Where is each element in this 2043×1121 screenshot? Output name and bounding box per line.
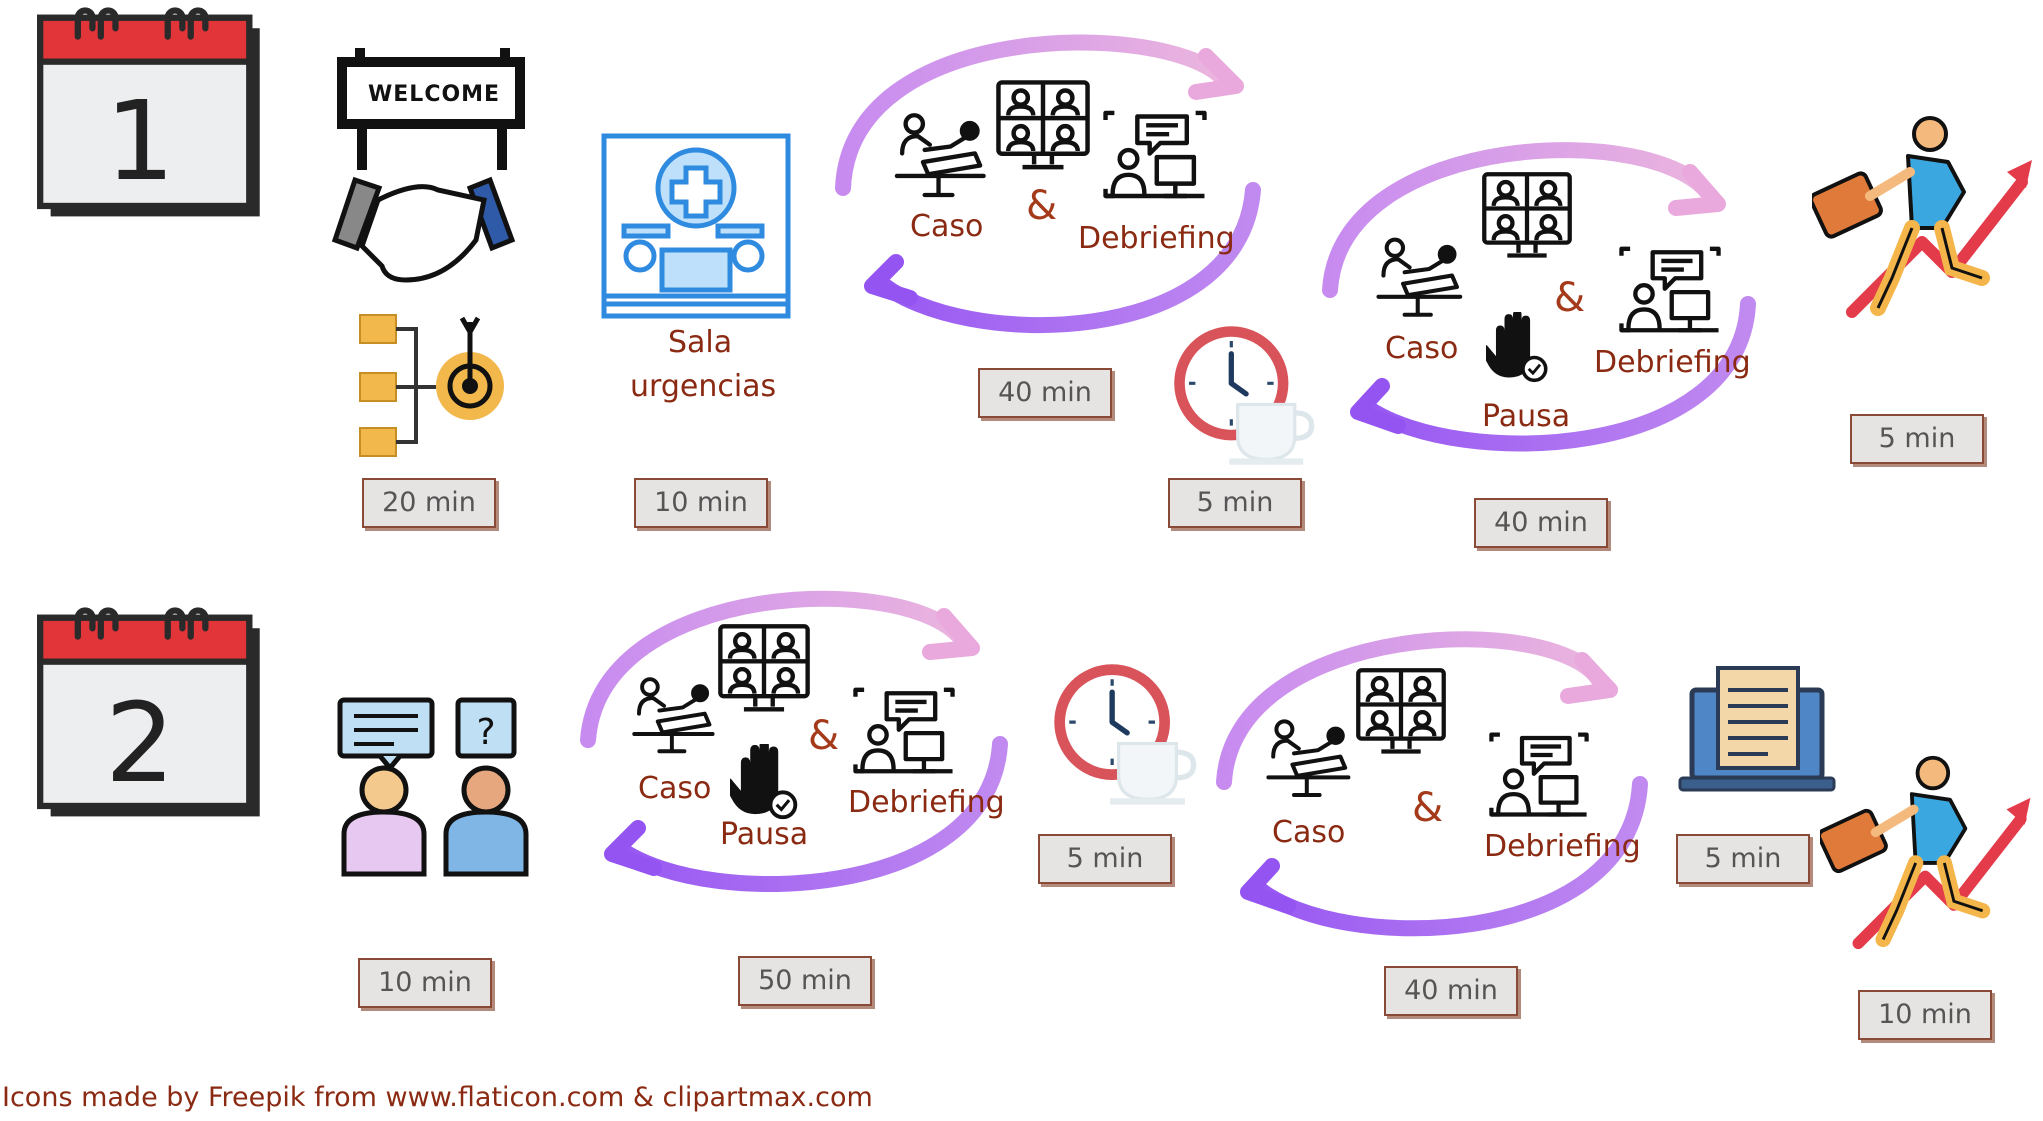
sala-label: Sala <box>668 325 733 360</box>
day1-calendar-number: 1 <box>105 77 175 205</box>
time-box: 10 min <box>634 478 768 528</box>
simulation-cycle-icon <box>580 590 1008 892</box>
videoconference-icon <box>1484 174 1569 255</box>
debriefing-icon <box>1106 113 1205 196</box>
debriefing-icon <box>1491 735 1586 815</box>
ampersand-label: & <box>1026 183 1058 229</box>
videoconference-icon <box>1358 670 1443 751</box>
emergency-room-icon <box>601 133 791 319</box>
success-climb-icon <box>1809 118 2032 312</box>
videoconference-icon <box>720 626 807 709</box>
time-box: 20 min <box>362 478 496 528</box>
simulation-cycle-icon <box>835 34 1261 333</box>
time-box: 40 min <box>978 368 1112 418</box>
urgencias-label: urgencias <box>630 369 777 404</box>
ampersand-label: & <box>1554 275 1586 321</box>
debriefing-label: Debriefing <box>848 785 1005 820</box>
svg-text:?: ? <box>476 712 495 753</box>
pause-hand-icon <box>730 744 798 820</box>
objectives-icon <box>359 314 504 457</box>
icon-credit: Icons made by Freepik from www.flaticon.… <box>2 1082 873 1113</box>
caso-label: Caso <box>1272 815 1346 850</box>
time-box: 5 min <box>1676 834 1810 884</box>
time-box: 5 min <box>1850 414 1984 464</box>
time-box: 40 min <box>1384 966 1518 1016</box>
day1-row <box>40 10 2032 461</box>
debriefing-icon <box>1621 249 1718 330</box>
caso-label: Caso <box>1385 331 1459 366</box>
debriefing-label: Debriefing <box>1078 221 1235 256</box>
ampersand-label: & <box>808 713 840 759</box>
handshake-icon <box>331 176 516 283</box>
videoconference-icon <box>998 82 1087 167</box>
survey-laptop-icon <box>1678 666 1836 792</box>
discussion-icon: ? <box>337 697 529 877</box>
time-box: 5 min <box>1168 478 1302 528</box>
caso-label: Caso <box>638 771 712 806</box>
simulation-case-icon <box>632 677 715 754</box>
pausa-label: Pausa <box>1482 399 1571 434</box>
simulation-case-icon <box>1268 721 1348 795</box>
time-box: 5 min <box>1038 834 1172 884</box>
time-box: 50 min <box>738 956 872 1006</box>
welcome-sign-text: WELCOME <box>368 82 501 107</box>
time-box: 10 min <box>1858 990 1992 1040</box>
debriefing-label: Debriefing <box>1484 829 1641 864</box>
simulation-case-icon <box>897 115 984 195</box>
caso-label: Caso <box>910 209 984 244</box>
time-box: 40 min <box>1474 498 1608 548</box>
debriefing-label: Debriefing <box>1594 345 1751 380</box>
coffee-break-icon <box>1174 326 1311 461</box>
pause-hand-icon <box>1486 312 1548 383</box>
success-climb-icon <box>1817 758 2030 944</box>
coffee-break-icon <box>1054 664 1193 801</box>
day2-row: ? <box>40 590 2030 944</box>
ampersand-label: & <box>1412 785 1444 831</box>
time-box: 10 min <box>358 958 492 1008</box>
debriefing-icon <box>855 690 952 771</box>
welcome-sign-icon <box>337 48 525 170</box>
pausa-label: Pausa <box>720 817 809 852</box>
simulation-cycle-icon <box>1216 631 1648 937</box>
simulation-cycle-icon <box>1322 142 1756 452</box>
simulation-case-icon <box>1379 240 1461 315</box>
day2-calendar-number: 2 <box>105 679 175 807</box>
